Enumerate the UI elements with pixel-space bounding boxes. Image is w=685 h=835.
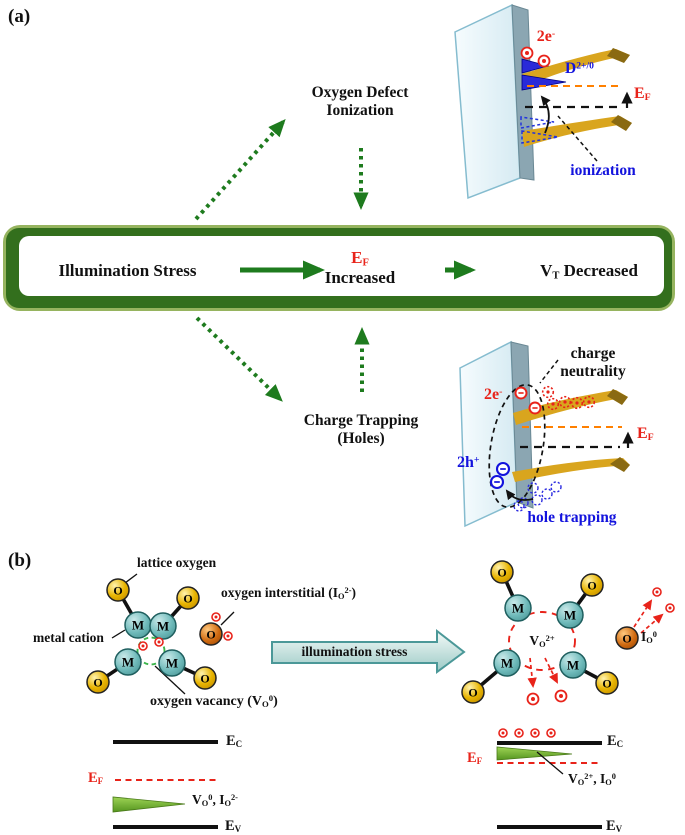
arrow-stress-to-ionization (194, 119, 286, 221)
svg-text:M: M (501, 656, 513, 671)
defect-state-wedge (521, 58, 550, 74)
svg-text:O: O (200, 672, 209, 686)
metal-cation-label: metal cation (33, 630, 104, 645)
panel-b-tag: (b) (8, 550, 32, 571)
electrons-2e-label: 2e- (536, 28, 556, 45)
valence-band (512, 458, 630, 482)
svg-text:M: M (512, 601, 524, 616)
fermi-symbol: EF (351, 248, 369, 269)
conduction-band-edge (607, 48, 630, 63)
svg-text:M: M (122, 655, 134, 670)
oxygen-atoms: O O O O (86, 578, 217, 694)
svg-text:O: O (206, 628, 215, 642)
charge-neutrality-ellipse (488, 383, 546, 509)
electrons-2e-label: 2e- (484, 386, 503, 403)
flow-summary-box (3, 225, 675, 311)
charge-neutrality-label: charge neutrality (560, 345, 626, 380)
interstitial-oxygen-atom (199, 622, 223, 646)
interstitial-oxygen-atom (615, 626, 639, 650)
conduction-band (513, 390, 628, 425)
initial-band-diagram (112, 740, 218, 829)
fermi-level-label: EF (637, 425, 654, 444)
conduction-band-label: EC (607, 733, 624, 749)
ionization-transition-arrow (540, 95, 551, 134)
hole-trapping-arrow (505, 489, 534, 501)
vt-decreased-label: VT Decreased (540, 261, 638, 282)
illumination-stress-label: Illumination Stress (58, 261, 197, 280)
ionized-state-outline (521, 130, 559, 144)
svg-text:M: M (564, 608, 576, 623)
svg-text:O: O (468, 686, 477, 700)
oxygen-interstitial-label: oxygen interstitial (IO2-) (221, 585, 356, 601)
lattice-oxygen-label: lattice oxygen (137, 555, 217, 570)
charge-trapping-label: Charge Trapping (Holes) (303, 412, 419, 447)
svg-text:M: M (157, 619, 169, 634)
defect-density-wedge (112, 796, 186, 813)
conduction-band-label: EC (226, 733, 243, 749)
connector-arrows (194, 119, 476, 402)
svg-text:M: M (567, 658, 579, 673)
fermi-increased-label: EF Increased (312, 248, 408, 287)
fermi-level-label: EF (634, 85, 651, 104)
svg-text:M: M (132, 618, 144, 633)
valence-band-edge (611, 115, 632, 131)
gate-slab (459, 340, 518, 528)
vacancy-charged-label: VO2+ (529, 633, 555, 649)
gate-slab-edge (510, 341, 534, 509)
valence-band (522, 116, 632, 147)
flow-box-inner (19, 236, 664, 296)
stressed-lattice-cluster: O O O O M M M M (461, 560, 675, 706)
valence-band-label: EV (225, 818, 242, 834)
svg-text:O: O (497, 566, 506, 580)
svg-text:O: O (93, 676, 102, 690)
oxygen-vacancy-circle (136, 636, 166, 666)
svg-text:O: O (183, 592, 192, 606)
defect-states-label: VO2+, IO0 (568, 771, 616, 787)
svg-text:O: O (587, 579, 596, 593)
vacancy-electrons (138, 637, 164, 651)
arrow-stress-to-trapping (195, 316, 283, 402)
ionization-band-diagram (454, 3, 633, 200)
conduction-band (522, 49, 630, 86)
flow-box-bevel (6, 228, 672, 308)
conduction-band-edge (607, 389, 628, 405)
conduction-electrons (498, 728, 556, 738)
svg-text:O: O (113, 584, 122, 598)
illumination-stress-arrow-label: illumination stress (301, 644, 408, 659)
metal-cation-atoms: M M M M (493, 594, 587, 679)
holes-2h-label: 2h+ (457, 454, 480, 471)
escaping-electron-arrows (527, 599, 664, 689)
metal-cation-atoms: M M M M (114, 611, 186, 677)
stress-block-arrow (271, 628, 466, 674)
stressed-band-diagram (496, 728, 602, 829)
neutrality-leader-line (539, 359, 559, 384)
oxygen-atoms: O O O O (461, 560, 619, 704)
initial-lattice-cluster: O O O O M M M M O (86, 573, 235, 695)
oxygen-vacancy-label: oxygen vacancy (VO0) (150, 692, 278, 709)
hole-trapping-caption: hole trapping (527, 509, 617, 526)
defect-d-label: D2+/0 (565, 60, 594, 77)
states-leader-line (536, 751, 564, 775)
oxygen-defect-ionization-label: Oxygen Defect Ionization (311, 84, 409, 119)
svg-text:M: M (166, 656, 178, 671)
defect-states-label: VO0, IO2- (192, 792, 238, 808)
ionization-leader-line (557, 115, 598, 162)
valence-band-label: EV (606, 818, 623, 834)
fermi-label: EF (88, 770, 104, 786)
fermi-label: EF (467, 750, 483, 766)
svg-text:O: O (602, 677, 611, 691)
defect-density-wedge (496, 746, 573, 761)
charged-vacancy-circle (508, 611, 576, 671)
ionized-state-outline (520, 116, 555, 129)
ionization-caption: ionization (570, 162, 636, 179)
gate-slab (454, 3, 521, 200)
panel-a-tag: (a) (8, 6, 31, 27)
trapping-band-diagram (459, 340, 634, 528)
interstitial-neutral-label: IO0 (641, 629, 657, 645)
svg-text:O: O (622, 632, 631, 646)
valence-band-edge (610, 457, 630, 472)
